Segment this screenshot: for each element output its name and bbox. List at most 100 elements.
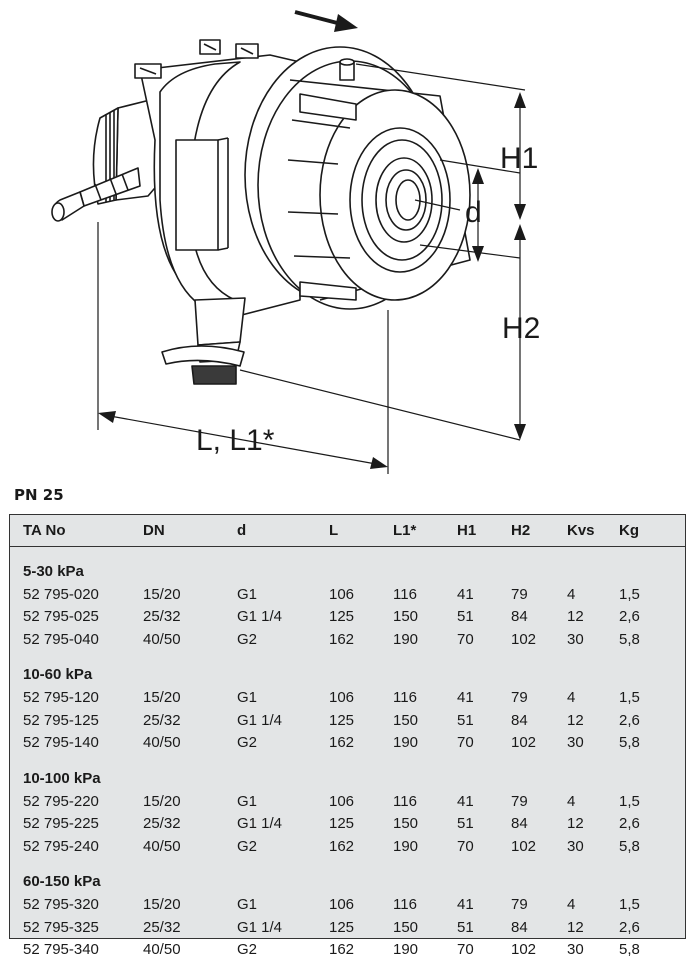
cell-kg: 1,5 <box>619 790 685 813</box>
cell-l: 162 <box>329 732 393 755</box>
group-heading-row: 10-60 kPa <box>10 661 685 687</box>
cell-d: G1 <box>237 687 329 710</box>
cell-h1: 70 <box>457 835 511 858</box>
cell-l1: 116 <box>393 790 457 813</box>
cell-kvs: 30 <box>567 732 619 755</box>
dim-label-l: L, L1* <box>196 424 275 457</box>
cell-d: G1 1/4 <box>237 709 329 732</box>
cell-h2: 84 <box>511 916 567 939</box>
cell-kg: 1,5 <box>619 583 685 606</box>
group-spacer <box>10 754 685 764</box>
cell-h2: 79 <box>511 790 567 813</box>
group-title: 5-30 kPa <box>10 557 685 583</box>
cell-h1: 41 <box>457 687 511 710</box>
col-header-l: L <box>329 515 393 547</box>
cell-kvs: 12 <box>567 606 619 629</box>
col-header-h2: H2 <box>511 515 567 547</box>
cell-l: 162 <box>329 939 393 961</box>
cell-h1: 51 <box>457 916 511 939</box>
col-header-kvs: Kvs <box>567 515 619 547</box>
cell-l1: 150 <box>393 709 457 732</box>
pressure-nominal-label: PN 25 <box>14 486 64 504</box>
cell-l: 106 <box>329 894 393 917</box>
cell-h2: 84 <box>511 606 567 629</box>
group-spacer <box>10 547 685 558</box>
cell-d: G2 <box>237 732 329 755</box>
group-heading-row: 10-100 kPa <box>10 764 685 790</box>
cell-ta-no: 52 795-340 <box>10 939 143 961</box>
cell-dn: 40/50 <box>143 835 237 858</box>
cell-kg: 2,6 <box>619 916 685 939</box>
cell-d: G2 <box>237 835 329 858</box>
cell-l1: 190 <box>393 628 457 651</box>
cell-d: G1 1/4 <box>237 813 329 836</box>
cell-ta-no: 52 795-225 <box>10 813 143 836</box>
cell-dn: 25/32 <box>143 813 237 836</box>
cell-h1: 41 <box>457 790 511 813</box>
col-header-kg: Kg <box>619 515 685 547</box>
cell-l: 162 <box>329 835 393 858</box>
cell-l1: 150 <box>393 606 457 629</box>
cell-l: 125 <box>329 916 393 939</box>
cell-ta-no: 52 795-020 <box>10 583 143 606</box>
group-title: 10-60 kPa <box>10 661 685 687</box>
cell-kg: 2,6 <box>619 813 685 836</box>
cell-l1: 116 <box>393 894 457 917</box>
cell-h2: 79 <box>511 894 567 917</box>
cell-d: G2 <box>237 939 329 961</box>
cell-kvs: 30 <box>567 628 619 651</box>
cell-ta-no: 52 795-120 <box>10 687 143 710</box>
cell-kg: 1,5 <box>619 894 685 917</box>
cell-h2: 102 <box>511 732 567 755</box>
cell-kg: 5,8 <box>619 628 685 651</box>
cell-l1: 150 <box>393 813 457 836</box>
cell-kvs: 4 <box>567 687 619 710</box>
dim-label-h1: H1 <box>500 142 538 175</box>
measuring-tap <box>162 298 245 384</box>
cell-d: G1 <box>237 894 329 917</box>
cell-ta-no: 52 795-325 <box>10 916 143 939</box>
cell-l: 125 <box>329 606 393 629</box>
cell-kvs: 4 <box>567 894 619 917</box>
cell-d: G1 1/4 <box>237 606 329 629</box>
cell-ta-no: 52 795-125 <box>10 709 143 732</box>
cell-l1: 116 <box>393 687 457 710</box>
cell-kg: 5,8 <box>619 939 685 961</box>
group-spacer <box>10 651 685 661</box>
cell-l1: 190 <box>393 939 457 961</box>
cell-h2: 79 <box>511 583 567 606</box>
cell-h1: 51 <box>457 813 511 836</box>
group-heading-row: 5-30 kPa <box>10 557 685 583</box>
group-heading-row: 60-150 kPa <box>10 868 685 894</box>
cell-ta-no: 52 795-240 <box>10 835 143 858</box>
cell-dn: 15/20 <box>143 687 237 710</box>
cell-h2: 84 <box>511 709 567 732</box>
cell-ta-no: 52 795-220 <box>10 790 143 813</box>
cell-dn: 15/20 <box>143 790 237 813</box>
cell-ta-no: 52 795-040 <box>10 628 143 651</box>
cell-d: G1 <box>237 790 329 813</box>
spacer-cell <box>10 651 685 661</box>
cell-kvs: 12 <box>567 709 619 732</box>
cell-l: 106 <box>329 687 393 710</box>
cell-dn: 25/32 <box>143 916 237 939</box>
cell-l1: 190 <box>393 835 457 858</box>
cell-l: 125 <box>329 813 393 836</box>
cell-kg: 1,5 <box>619 687 685 710</box>
cell-ta-no: 52 795-025 <box>10 606 143 629</box>
cell-l: 106 <box>329 790 393 813</box>
cell-kvs: 30 <box>567 835 619 858</box>
cell-kg: 5,8 <box>619 835 685 858</box>
cell-dn: 40/50 <box>143 628 237 651</box>
cell-h1: 70 <box>457 628 511 651</box>
